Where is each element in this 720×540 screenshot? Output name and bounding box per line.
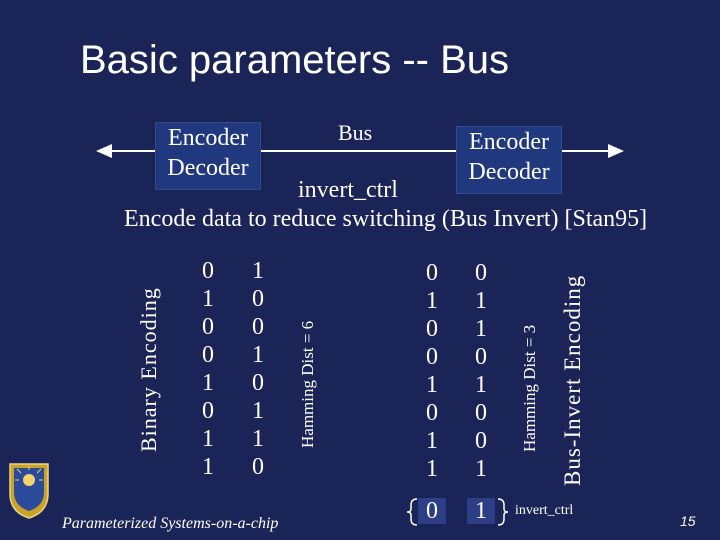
bit: 0 (252, 454, 264, 480)
invert-bit-2: 1 (467, 498, 495, 524)
bit: 0 (475, 400, 487, 426)
bit: 0 (202, 314, 214, 340)
binary-column-2: 1 0 0 1 0 1 1 0 (243, 257, 273, 481)
encoder-label-left: Encoder (168, 125, 248, 151)
ucr-logo-icon (9, 463, 49, 519)
bit: 0 (475, 260, 487, 286)
bit: 1 (202, 426, 214, 452)
invert-ctrl-label: invert_ctrl (298, 177, 398, 203)
caption: Encode data to reduce switching (Bus Inv… (124, 206, 648, 232)
bit: 1 (426, 372, 438, 398)
bus-invert-column-2: 0 1 1 0 1 0 0 1 (466, 259, 496, 483)
invert-ctrl-small-label: invert_ctrl (515, 503, 574, 518)
bit: 1 (426, 428, 438, 454)
bit: 1 (202, 286, 214, 312)
bit: 1 (475, 288, 487, 314)
bus-invert-encoding-label: Bus-Invert Encoding (560, 274, 585, 486)
bit: 0 (475, 344, 487, 370)
slide-title: Basic parameters -- Bus (80, 38, 510, 82)
bit: 0 (426, 344, 438, 370)
bit: 1 (475, 372, 487, 398)
page-number: 15 (680, 513, 696, 529)
encoder-label-right: Encoder (469, 129, 549, 155)
bit: 1 (252, 426, 264, 452)
bit: 0 (202, 258, 214, 284)
encoder-decoder-left: Encoder Decoder (155, 122, 261, 190)
bit: 0 (426, 260, 438, 286)
bit: 0 (252, 314, 264, 340)
bit: 0 (426, 400, 438, 426)
bus-invert-column-1: 0 1 0 0 1 0 1 1 (417, 259, 447, 483)
decoder-label-right: Decoder (468, 159, 550, 185)
bit: 1 (202, 370, 214, 396)
bit: 1 (475, 456, 487, 482)
encoder-decoder-right: Encoder Decoder (456, 126, 562, 194)
bit: 1 (202, 454, 214, 480)
bit: 0 (426, 316, 438, 342)
bit: 0 (252, 286, 264, 312)
binary-column-1: 0 1 0 0 1 0 1 1 (193, 257, 223, 481)
hamming-dist-3-label: Hamming Dist = 3 (520, 324, 539, 452)
bit: 0 (252, 370, 264, 396)
binary-encoding-label: Binary Encoding (136, 287, 161, 452)
bit: 1 (252, 258, 264, 284)
bit: 1 (252, 398, 264, 424)
bit: 1 (475, 316, 487, 342)
bus-label: Bus (338, 120, 373, 145)
bit: 1 (426, 456, 438, 482)
bit: 0 (202, 398, 214, 424)
bit: 0 (475, 428, 487, 454)
bit: 0 (202, 342, 214, 368)
bit: 1 (252, 342, 264, 368)
footer-text: Parameterized Systems-on-a-chip (62, 515, 279, 532)
invert-bit-1: 0 (418, 498, 446, 524)
decoder-label-left: Decoder (167, 155, 249, 181)
hamming-dist-6-label: Hamming Dist = 6 (298, 320, 317, 448)
bit: 1 (426, 288, 438, 314)
